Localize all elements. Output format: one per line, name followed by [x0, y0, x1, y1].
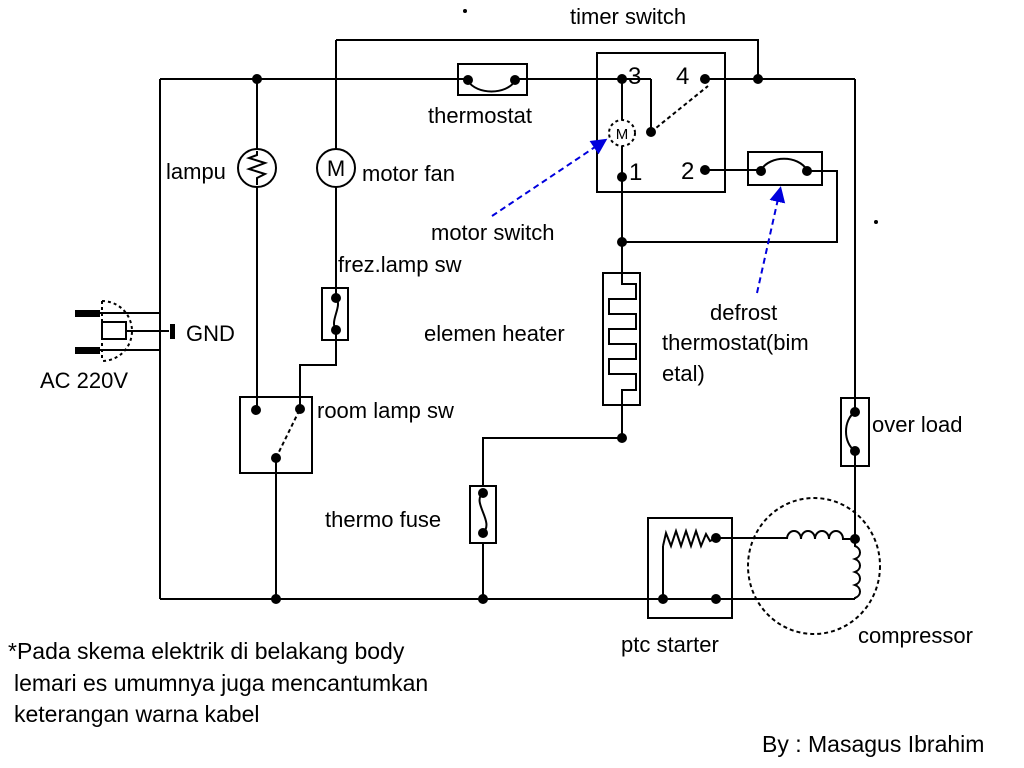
room-lamp-sw-label: room lamp sw [317, 398, 454, 423]
terminal-3-label: 3 [628, 63, 641, 90]
footnote: *Pada skema elektrik di belakang body le… [8, 638, 428, 727]
timer-switch-label: timer switch [570, 4, 686, 29]
overload-box [840, 397, 870, 467]
terminal-4-label: 4 [676, 63, 689, 90]
footnote-line-3: keterangan warna kabel [14, 701, 260, 727]
frez-lamp-sw-label: frez.lamp sw [338, 252, 462, 277]
defrost-thermostat-box [747, 151, 823, 186]
plug-body [101, 321, 127, 340]
circuit-wires [159, 39, 856, 600]
motor-fan-label: motor fan [362, 161, 455, 186]
ptc-starter-box [647, 517, 733, 619]
terminal-1-label: 1 [629, 159, 642, 186]
heater-element-symbol [602, 272, 641, 406]
room-lamp-switch-symbol [239, 396, 313, 474]
room-lamp-switch-box [239, 396, 313, 474]
wire-frezsw-to-roomsw [299, 330, 337, 410]
defrost-contact-arc [760, 157, 808, 171]
wire-defrost-return [622, 170, 838, 243]
compressor-run-winding [786, 530, 855, 540]
power-plug [75, 300, 175, 362]
elemen-heater-label: elemen heater [424, 321, 565, 346]
ac-source-label: AC 220V [40, 368, 128, 393]
thermostat-contact-arc [467, 80, 516, 93]
compressor-symbol [747, 497, 881, 635]
timer-switch-symbol: M 3 4 1 2 [596, 52, 726, 193]
compressor-circle-icon [747, 497, 881, 635]
timer-motor-letter: M [616, 126, 629, 143]
lamp-circle-icon [237, 148, 277, 188]
wire-junction2-to-fuse [482, 437, 622, 486]
defrost-label-line1: defrost [710, 300, 777, 325]
compressor-label: compressor [858, 623, 973, 648]
thermostat-box [457, 63, 528, 96]
lamp-filament [245, 151, 269, 185]
junction-dots [251, 9, 878, 604]
over-load-label: over load [872, 412, 963, 437]
ptc-starter-symbol [647, 517, 733, 619]
plug-prong-top [75, 310, 100, 317]
gnd-label: GND [186, 321, 235, 346]
timer-switch-box [596, 52, 726, 193]
gnd-pin-icon [170, 324, 175, 339]
wire-fan-top-line [336, 39, 759, 79]
room-lamp-switch-arm [275, 410, 300, 459]
lampu-label: lampu [166, 159, 226, 184]
timer-switch-arm [650, 85, 709, 133]
thermo-fuse-label: thermo fuse [325, 507, 441, 532]
motor-fan-letter: M [327, 156, 345, 181]
terminal-2-label: 2 [681, 158, 694, 185]
timer-motor-circle-icon [608, 119, 636, 147]
lamp-symbol [237, 148, 277, 188]
thermo-fuse-element [478, 492, 488, 534]
compressor-start-winding [851, 539, 861, 599]
defrost-thermostat-symbol [747, 151, 823, 186]
defrost-label-line2: thermostat(bim [662, 330, 809, 355]
thermostat-label: thermostat [428, 103, 532, 128]
defrost-thermostat-arrow [756, 186, 786, 294]
component-labels: timer switch thermostat lampu motor fan … [40, 4, 973, 657]
footnote-line-1: *Pada skema elektrik di belakang body [8, 638, 405, 664]
ptc-starter-label: ptc starter [621, 632, 719, 657]
motor-fan-circle-icon [316, 148, 356, 188]
plug-prong-bottom [75, 347, 100, 354]
ptc-resistor-zigzag [662, 527, 717, 550]
overload-contact-arc [845, 411, 856, 452]
plug-face-arc [101, 300, 133, 362]
footnote-line-2: lemari es umumnya juga mencantumkan [14, 670, 428, 696]
motor-switch-arrow [491, 138, 608, 217]
thermo-fuse-box [469, 485, 497, 544]
annotation-arrows [491, 138, 786, 294]
motor-fan-symbol: M [316, 148, 356, 188]
freezer-lamp-switch-box [321, 287, 349, 341]
defrost-label-line3: etal) [662, 361, 705, 386]
credit-line: By : Masagus Ibrahim [762, 731, 984, 757]
heater-meander [608, 273, 637, 405]
motor-switch-label: motor switch [431, 220, 554, 245]
